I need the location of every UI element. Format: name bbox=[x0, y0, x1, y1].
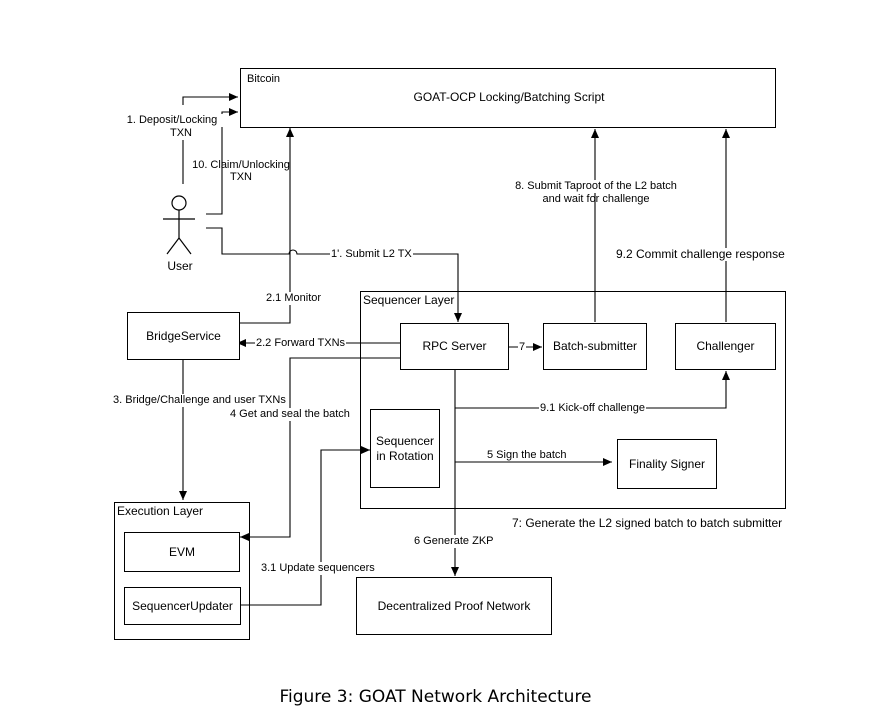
sequencer-updater-box: SequencerUpdater bbox=[124, 587, 241, 625]
bitcoin-box bbox=[240, 68, 776, 128]
label-claim-1: 10. Claim/Unlocking bbox=[192, 159, 290, 171]
execution-layer-title: Execution Layer bbox=[116, 504, 205, 518]
label-submit-l2: 1'. Submit L2 TX bbox=[330, 248, 413, 261]
sequencer-layer-box bbox=[360, 291, 786, 509]
finality-signer-box: Finality Signer bbox=[617, 439, 717, 489]
proof-network-box: Decentralized Proof Network bbox=[356, 577, 552, 635]
execution-layer-box bbox=[114, 502, 250, 640]
challenger-box: Challenger bbox=[675, 323, 776, 370]
label-taproot-1: 8. Submit Taproot of the L2 batch bbox=[485, 180, 707, 193]
label-kickoff: 9.1 Kick-off challenge bbox=[539, 402, 646, 415]
label-taproot-2: and wait for challenge bbox=[542, 193, 650, 205]
edge-monitor bbox=[240, 128, 294, 324]
edge-claim bbox=[206, 108, 238, 215]
label-zkp: 6 Generate ZKP bbox=[413, 535, 495, 548]
sequencer-rotation-line2: in Rotation bbox=[376, 448, 434, 463]
label-get-seal: 4 Get and seal the batch bbox=[229, 408, 351, 421]
bitcoin-title: Bitcoin bbox=[247, 73, 281, 85]
user-icon bbox=[163, 195, 195, 255]
user-label: User bbox=[167, 259, 193, 273]
edge-update-seq bbox=[241, 446, 370, 606]
figure-caption: Figure 3: GOAT Network Architecture bbox=[279, 687, 592, 707]
label-deposit-2: TXN bbox=[160, 127, 202, 140]
label-monitor: 2.1 Monitor bbox=[265, 292, 323, 305]
label-bridge-challenge: 3. Bridge/Challenge and user TXNs bbox=[112, 394, 287, 407]
sequencer-layer-title: Sequencer Layer bbox=[362, 293, 456, 307]
sequencer-rotation-line1: Sequencer bbox=[375, 433, 435, 448]
label-deposit-1: 1. Deposit/Locking bbox=[116, 114, 228, 127]
edge-deposit bbox=[182, 93, 238, 105]
label-forward: 2.2 Forward TXNs bbox=[255, 337, 347, 350]
label-update-seq: 3.1 Update sequencers bbox=[260, 562, 376, 575]
label-sign: 5 Sign the batch bbox=[487, 449, 567, 461]
batch-submitter-box: Batch-submitter bbox=[543, 323, 647, 370]
rpc-server-box: RPC Server bbox=[400, 323, 509, 370]
bitcoin-script-label: GOAT-OCP Locking/Batching Script bbox=[413, 90, 605, 104]
label-seven: 7 bbox=[518, 341, 527, 354]
edge-submit-l2 bbox=[206, 227, 462, 322]
label-commit: 9.2 Commit challenge response bbox=[615, 247, 786, 261]
evm-box: EVM bbox=[124, 532, 240, 572]
label-generate-l2: 7: Generate the L2 signed batch to batch… bbox=[511, 516, 784, 530]
bridge-service-box: BridgeService bbox=[127, 312, 240, 360]
sequencer-rotation-box: Sequencer in Rotation bbox=[370, 409, 440, 488]
edge-get-seal bbox=[240, 357, 400, 541]
label-claim-2: TXN bbox=[230, 171, 252, 183]
